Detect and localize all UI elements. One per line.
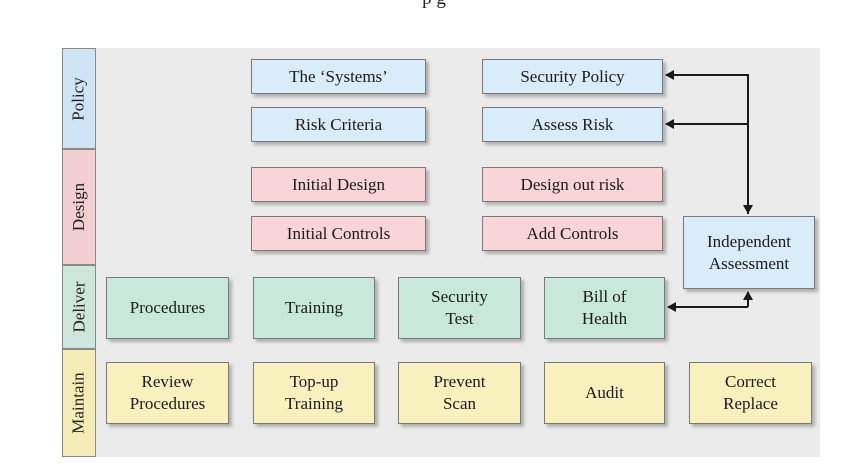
lane-deliver: Deliver: [62, 265, 96, 349]
lane-deliver-label: Deliver: [69, 281, 89, 333]
box-initial-controls: Initial Controls: [251, 216, 426, 251]
box-security-policy: Security Policy: [482, 59, 663, 94]
box-prevent-scan: Prevent Scan: [398, 362, 521, 424]
box-review-procedures: Review Procedures: [106, 362, 229, 424]
box-independent-assessment: Independent Assessment: [683, 216, 815, 289]
box-add-controls: Add Controls: [482, 216, 663, 251]
box-correct-replace: Correct Replace: [689, 362, 812, 424]
box-design-out-risk: Design out risk: [482, 167, 663, 202]
lane-design-label: Design: [69, 182, 89, 232]
box-assess-risk: Assess Risk: [482, 107, 663, 142]
box-risk-criteria: Risk Criteria: [251, 107, 426, 142]
box-the-systems: The ‘Systems’: [251, 59, 426, 94]
lane-maintain: Maintain: [62, 349, 96, 457]
lane-policy-label: Policy: [69, 76, 89, 121]
lane-design: Design: [62, 149, 96, 265]
cropped-caption-text: p g: [0, 0, 868, 12]
box-training: Training: [253, 277, 375, 339]
box-initial-design: Initial Design: [251, 167, 426, 202]
box-topup-training: Top-up Training: [253, 362, 375, 424]
box-security-test: Security Test: [398, 277, 521, 339]
box-audit: Audit: [544, 362, 665, 424]
lane-maintain-label: Maintain: [69, 372, 89, 434]
box-bill-of-health: Bill of Health: [544, 277, 665, 339]
box-procedures: Procedures: [106, 277, 229, 339]
lane-policy: Policy: [62, 48, 96, 149]
